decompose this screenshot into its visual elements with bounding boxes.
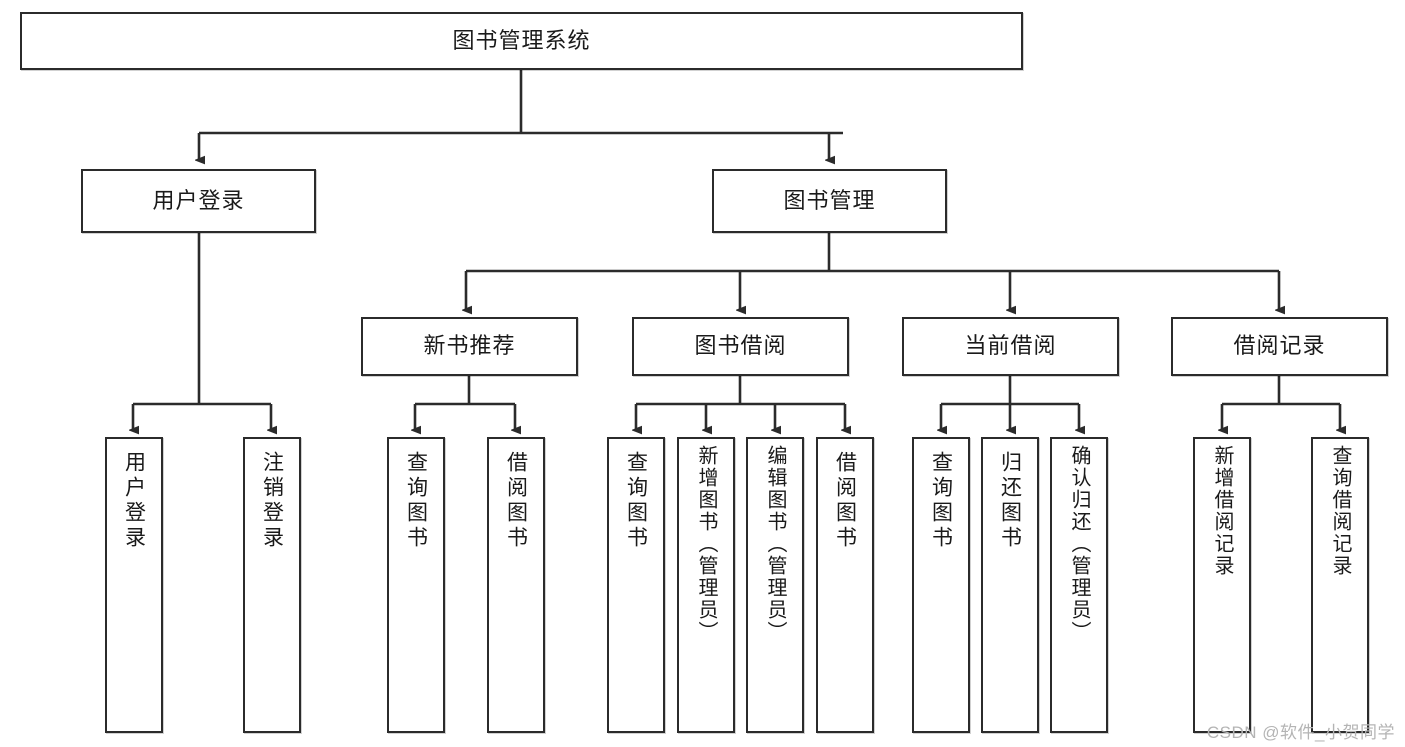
leaf-confirm-return-admin[interactable]: 确认归还（管理员）: [1050, 437, 1108, 733]
node-label: 注销登录: [260, 451, 284, 551]
node-label: 新增图书（管理员）: [695, 445, 717, 643]
node-borrow-record[interactable]: 借阅记录: [1171, 317, 1388, 376]
node-book-management[interactable]: 图书管理: [712, 169, 947, 233]
leaf-query-borrow-record[interactable]: 查询借阅记录: [1311, 437, 1369, 733]
leaf-query-book-newbook[interactable]: 查询图书: [387, 437, 445, 733]
node-root-system[interactable]: 图书管理系统: [20, 12, 1023, 70]
node-label: 确认归还（管理员）: [1068, 445, 1090, 643]
node-user-login[interactable]: 用户登录: [81, 169, 316, 233]
node-label: 编辑图书（管理员）: [764, 445, 786, 643]
node-label: 当前借阅: [964, 333, 1057, 359]
node-label: 借阅图书: [504, 451, 528, 551]
node-label: 用户登录: [152, 187, 245, 213]
node-label: 借阅图书: [833, 451, 857, 551]
node-label: 查询图书: [624, 451, 648, 551]
leaf-logout[interactable]: 注销登录: [243, 437, 301, 733]
leaf-edit-book-admin[interactable]: 编辑图书（管理员）: [746, 437, 804, 733]
watermark-text: CSDN @软件_小贺同学: [1206, 723, 1395, 742]
leaf-borrow-book-newbook[interactable]: 借阅图书: [487, 437, 545, 733]
node-label: 新书推荐: [423, 333, 516, 359]
leaf-add-borrow-record[interactable]: 新增借阅记录: [1193, 437, 1251, 733]
node-label: 图书借阅: [694, 333, 787, 359]
node-label: 查询图书: [404, 451, 428, 551]
node-label: 借阅记录: [1233, 333, 1326, 359]
node-label: 查询图书: [929, 451, 953, 551]
node-label: 图书管理: [783, 187, 876, 213]
node-label: 用户登录: [122, 451, 146, 551]
node-current-borrow[interactable]: 当前借阅: [902, 317, 1119, 376]
leaf-add-book-admin[interactable]: 新增图书（管理员）: [677, 437, 735, 733]
node-label: 查询借阅记录: [1329, 445, 1351, 577]
node-label: 图书管理系统: [452, 27, 591, 53]
node-new-book-recommend[interactable]: 新书推荐: [361, 317, 578, 376]
node-book-borrow[interactable]: 图书借阅: [632, 317, 849, 376]
leaf-return-book[interactable]: 归还图书: [981, 437, 1039, 733]
leaf-query-book-borrow[interactable]: 查询图书: [607, 437, 665, 733]
leaf-query-book-current[interactable]: 查询图书: [912, 437, 970, 733]
leaf-user-login[interactable]: 用户登录: [105, 437, 163, 733]
node-label: 归还图书: [998, 451, 1022, 551]
node-label: 新增借阅记录: [1211, 445, 1233, 577]
leaf-borrow-book[interactable]: 借阅图书: [816, 437, 874, 733]
